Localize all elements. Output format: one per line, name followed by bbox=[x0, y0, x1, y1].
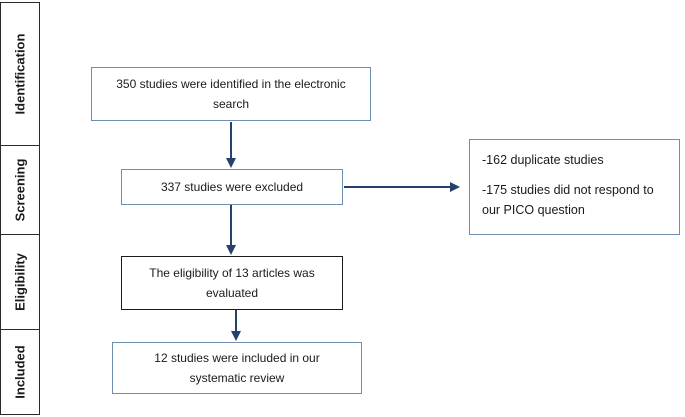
box-excluded: 337 studies were excluded bbox=[121, 169, 343, 205]
stage-screening: Screening bbox=[0, 145, 40, 235]
stage-identification: Identification bbox=[0, 2, 40, 146]
box-eligibility: The eligibility of 13 articles was evalu… bbox=[121, 256, 343, 310]
box-identified-text: 350 studies were identified in the elect… bbox=[116, 77, 346, 111]
reason-duplicates: -162 duplicate studies bbox=[482, 153, 604, 167]
box-excluded-text: 337 studies were excluded bbox=[160, 180, 304, 194]
reason-not-pico: -175 studies did not respond to our PICO… bbox=[482, 183, 654, 217]
box-exclusion-reasons: -162 duplicate studies -175 studies did … bbox=[469, 139, 680, 235]
box-identified: 350 studies were identified in the elect… bbox=[91, 67, 371, 121]
box-eligibility-text: The eligibility of 13 articles was evalu… bbox=[149, 266, 315, 300]
stage-included: Included bbox=[0, 329, 40, 415]
box-included: 12 studies were included in our systemat… bbox=[112, 342, 362, 394]
box-included-text: 12 studies were included in our systemat… bbox=[154, 351, 320, 385]
